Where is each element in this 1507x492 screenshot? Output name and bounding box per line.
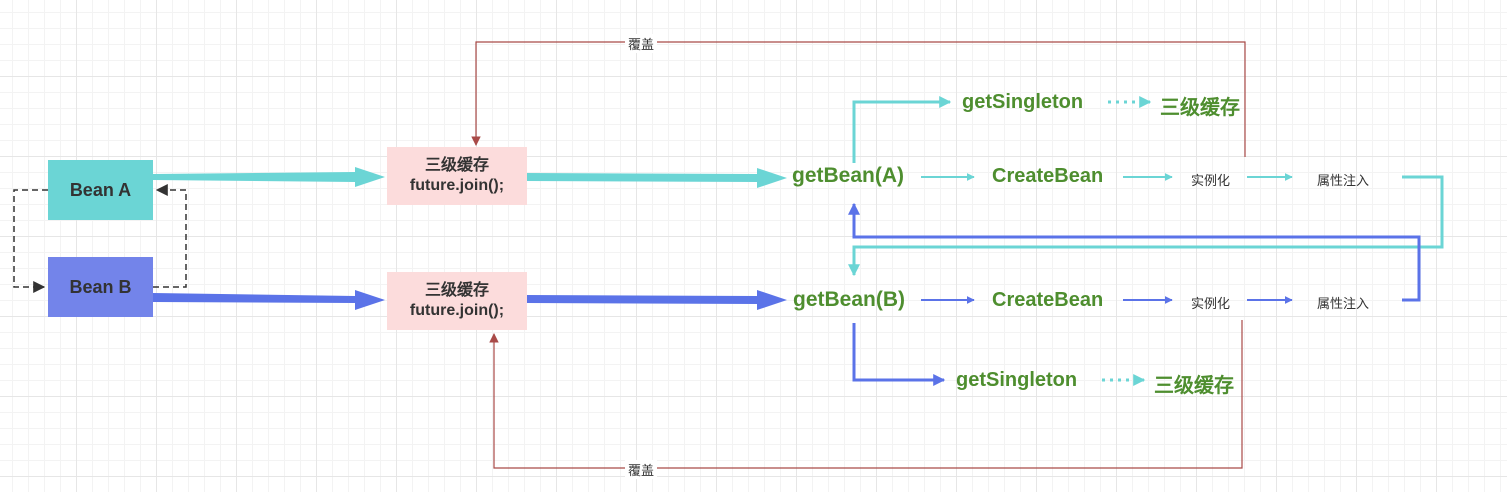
getsingleton-a-label: getSingleton [962,91,1084,113]
thick-arrow-cache-to-getbean-a [527,168,787,188]
createbean-a-label: CreateBean [992,165,1104,187]
arrow-inject-a-to-getbean-b [848,175,1444,277]
cache-box-b-line2: future.join(); [409,302,505,319]
cache-box-b: 三级缓存 future.join(); [387,272,527,330]
cover-line-top [471,41,1246,157]
cache-box-b-line1: 三级缓存 [424,282,489,299]
getbean-a-label: getBean(A) [792,164,905,187]
cache-b-label: 三级缓存 [1154,375,1234,397]
dashed-arrow-b-to-a [153,184,187,288]
bean-b-box: Bean B [48,257,153,317]
inject-a-label: 属性注入 [1317,173,1370,188]
cover-label-top: 覆盖 [625,34,658,53]
arrow-getbean-a-to-getsingleton-a [852,96,952,163]
getbean-b-label: getBean(B) [793,288,906,311]
cache-box-a-line2: future.join(); [409,177,505,194]
arrow-getbean-b-to-getsingleton-b [852,323,946,386]
cache-box-a-line1: 三级缓存 [424,157,489,174]
thick-arrow-beana-to-cache [153,167,385,187]
inject-b-label: 属性注入 [1317,296,1370,311]
thick-arrow-beanb-to-cache [153,290,385,310]
cover-label-bottom: 覆盖 [625,460,658,479]
cache-a-label: 三级缓存 [1160,97,1240,119]
instantiate-a-label: 实例化 [1191,173,1231,188]
instantiate-b-label: 实例化 [1191,296,1231,311]
thick-arrow-cache-to-getbean-b [527,290,787,310]
createbean-b-label: CreateBean [992,289,1104,311]
cache-box-a: 三级缓存 future.join(); [387,147,527,205]
cover-line-bottom [489,320,1243,469]
arrow-inject-b-to-getbean-a [848,202,1421,302]
bean-a-box: Bean A [48,160,153,220]
getsingleton-b-label: getSingleton [956,369,1078,391]
dashed-arrow-a-to-b [13,189,48,293]
